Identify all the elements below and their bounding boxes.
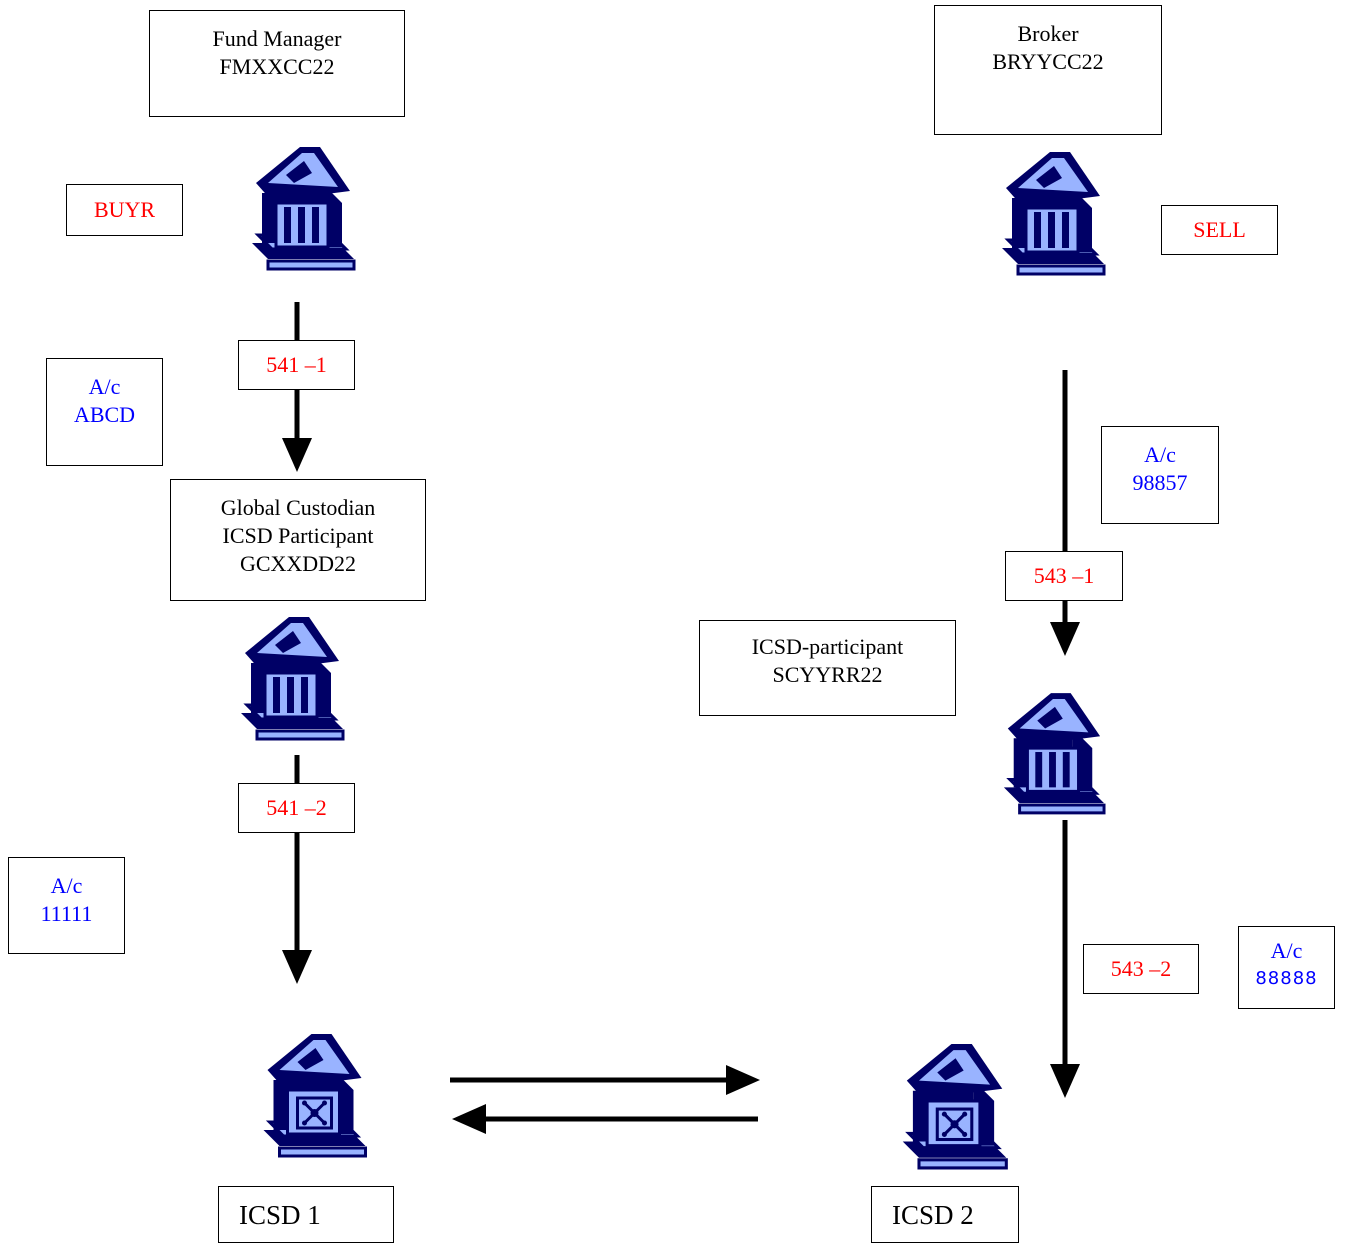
arrowhead-gc-to-icsd1 [282,950,312,984]
bank-building-icon [246,143,356,273]
fund-manager-name: Fund Manager [212,26,342,51]
icsd-participant-name: ICSD-participant [751,634,904,659]
fund-manager-bic: FMXXCC22 [219,54,335,79]
account-88888-label: A/c [1270,938,1303,963]
fund-manager-box: Fund Manager FMXXCC22 [149,10,405,117]
account-11111-label: A/c [50,873,83,898]
message-543-1: 543 –1 [1005,551,1123,601]
global-custodian-line1: Global Custodian [220,495,376,520]
arrowhead-participant-to-icsd2 [1050,1064,1080,1098]
icsd-1-label: ICSD 1 [218,1186,394,1243]
broker-box: Broker BRYYCC22 [934,5,1162,135]
arrowhead-icsd2-to-icsd1 [452,1104,486,1134]
arrowhead-broker-to-participant [1050,622,1080,656]
broker-name: Broker [1017,21,1079,46]
account-11111-number: 11111 [40,901,93,926]
vault-building-icon [245,1030,380,1160]
seller-role-label: SELL [1161,205,1278,255]
account-98857-label: A/c [1144,442,1176,467]
account-98857: A/c 98857 [1101,426,1219,524]
arrowhead-fm-to-gc [282,438,312,472]
bank-building-icon [229,613,351,743]
vault-building-icon [885,1040,1020,1172]
icsd-participant-bic: SCYYRR22 [772,662,883,687]
broker-bic: BRYYCC22 [992,49,1104,74]
global-custodian-bic: GCXXDD22 [239,551,357,576]
icsd-participant-box: ICSD-participant SCYYRR22 [699,620,956,716]
account-11111: A/c 11111 [8,857,125,954]
buyer-role-label: BUYR [66,184,183,236]
bank-building-icon [998,688,1106,818]
account-88888-number: 88888 [1255,968,1318,989]
account-abcd-number: ABCD [73,402,136,427]
message-541-1: 541 –1 [238,340,355,390]
message-541-2: 541 –2 [238,783,355,833]
arrowhead-icsd1-to-icsd2 [726,1065,760,1095]
global-custodian-line2: ICSD Participant [222,523,374,548]
bank-building-icon [996,148,1106,278]
account-abcd: A/c ABCD [46,358,163,466]
account-abcd-label: A/c [88,374,121,399]
account-98857-number: 98857 [1132,470,1188,495]
message-543-2: 543 –2 [1083,944,1199,994]
account-88888: A/c 88888 [1238,926,1335,1009]
icsd-2-label: ICSD 2 [871,1186,1019,1243]
global-custodian-box: Global Custodian ICSD Participant GCXXDD… [170,479,426,601]
